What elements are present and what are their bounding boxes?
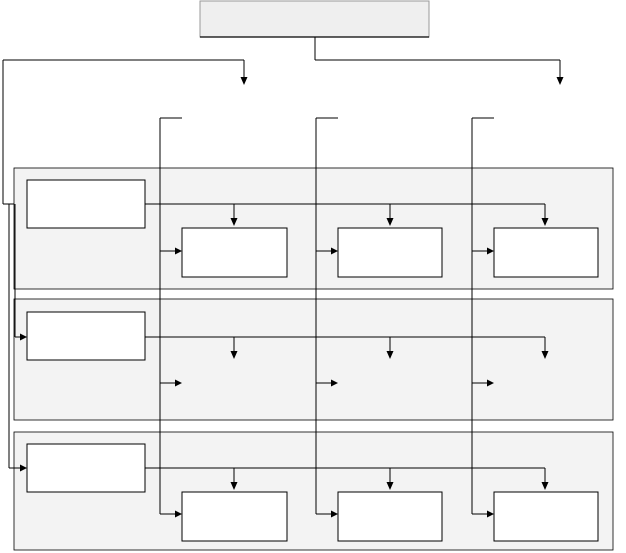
row-box-2 (26, 311, 146, 361)
row-3-arrow-down-3 (541, 482, 549, 490)
row-1-arrow-down-2 (386, 218, 394, 226)
row-3-cell-3 (493, 491, 599, 542)
row-3 (26, 443, 599, 542)
row-3-arrow-down-2 (386, 482, 394, 490)
row-box-3 (26, 443, 146, 493)
row-2-arrow-right-1 (175, 379, 182, 387)
row-2-arrow-down-2 (386, 351, 394, 359)
row-1-arrow-right-2 (331, 247, 338, 255)
row-3-cell-1 (181, 491, 288, 542)
top-box (199, 0, 430, 38)
row-2-arrow-right-2 (331, 379, 338, 387)
row-2-arrow-down-1 (230, 351, 238, 359)
row-3-arrow-right-2 (331, 510, 338, 518)
row-1-arrow-down-1 (230, 218, 238, 226)
row-2-arrow-down-3 (541, 351, 549, 359)
arrow-into-row-box-3 (20, 464, 27, 472)
row-1-cell-1 (181, 227, 288, 278)
arrow-into-row-box-2 (20, 333, 27, 341)
row-1-cell-3 (493, 227, 599, 278)
row-1-arrow-right-3 (487, 247, 494, 255)
row-1-arrow-right-1 (175, 247, 182, 255)
row-3-arrow-right-3 (487, 510, 494, 518)
row-2 (26, 311, 549, 387)
row-2-arrow-right-3 (487, 379, 494, 387)
row-1 (26, 179, 599, 278)
row-3-cell-2 (337, 491, 443, 542)
top-box-rect (199, 0, 430, 38)
column-lines (159, 117, 494, 514)
row-3-arrow-down-1 (230, 482, 238, 490)
row-3-arrow-right-1 (175, 510, 182, 518)
arrow-down-right (556, 77, 564, 85)
row-feeders (8, 204, 27, 472)
row-box-1 (26, 179, 146, 229)
row-1-cell-2 (337, 227, 443, 278)
row-1-arrow-down-3 (541, 218, 549, 226)
arrow-down-left (240, 77, 248, 85)
